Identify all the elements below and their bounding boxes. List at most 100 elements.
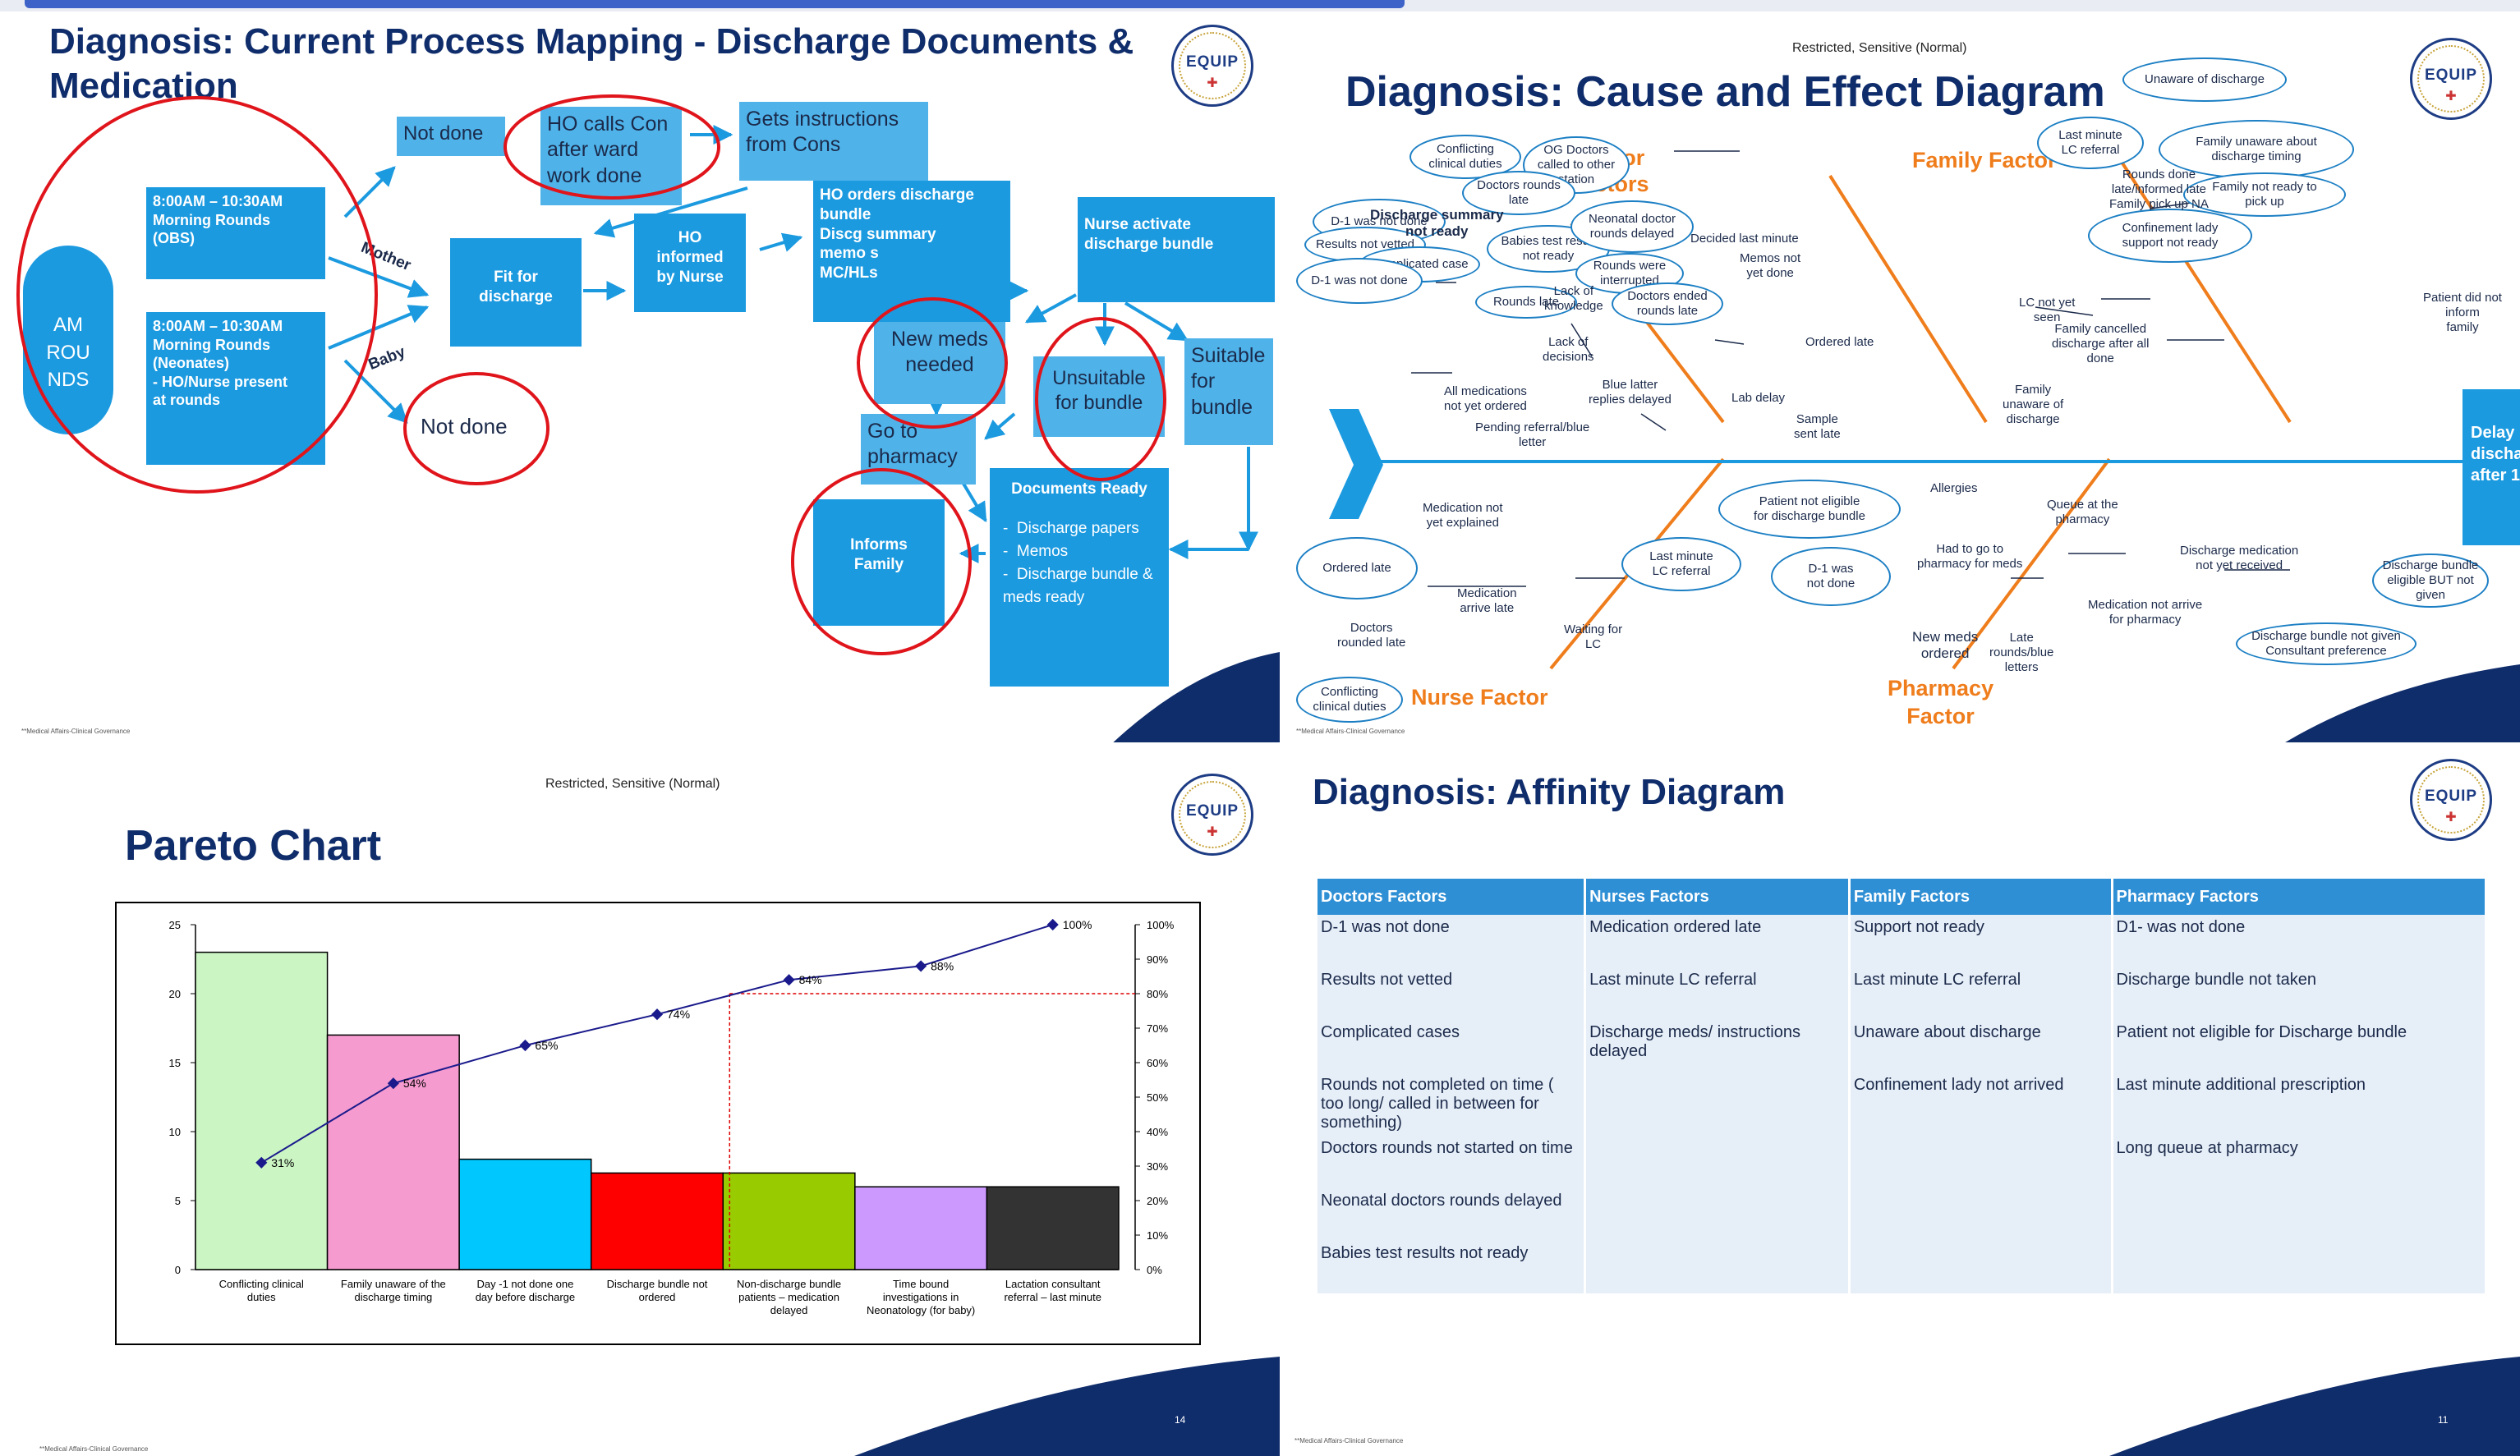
cause-label: Pending referral/blue letter [1475,420,1590,449]
y2-tick-label: 80% [1147,988,1168,1000]
cumulative-label: 88% [931,959,954,972]
cause-oval: Doctors rounds late [1462,171,1575,215]
cause-label: New meds ordered [1912,629,1979,662]
ho-informed-by-nurse[interactable]: HO informed by Nurse [634,214,746,312]
effect-box[interactable]: Delay in discharge after 11 [2471,424,2520,485]
go-to-pharmacy[interactable]: Go to pharmacy [861,414,976,485]
table-cell: Unaware about discharge [1849,1020,2113,1072]
pareto-bar [854,1186,988,1270]
cause-oval: D-1 was not done [1771,547,1891,606]
documents-ready[interactable]: Documents Ready - Discharge papers - Mem… [990,468,1169,687]
gets-instructions[interactable]: Gets instructions from Cons [739,102,928,181]
y2-tick-label: 70% [1147,1022,1168,1035]
not-done-bottom[interactable]: Not done [421,414,508,439]
cause-label: Ordered late [1805,335,1874,349]
cause-label: Late rounds/blue letters [1989,631,2054,674]
slide-process-mapping[interactable]: Diagnosis: Current Process Mapping - Dis… [0,11,1280,742]
table-cell: Neonatal doctors rounds delayed [1317,1188,1587,1241]
cumulative-label: 74% [667,1008,690,1021]
informs-family[interactable]: Informs Family [813,499,945,626]
suitable-for-bundle[interactable]: Suitable for bundle [1184,338,1273,445]
table-cell [1849,1188,2113,1241]
y2-tick-label: 90% [1147,953,1168,966]
table-cell: Doctors rounds not started on time [1317,1136,1587,1188]
cumulative-point [519,1039,531,1052]
restricted-label: Restricted, Sensitive (Normal) [1792,41,1967,55]
fit-for-discharge[interactable]: Fit for discharge [450,238,582,347]
table-row: Neonatal doctors rounds delayed [1317,1188,2488,1241]
equip-logo: EQUIP✚ [2410,759,2492,841]
am-rounds-oval[interactable]: AM ROU NDS [23,246,113,434]
equip-logo: EQUIP✚ [1171,25,1253,107]
cumulative-label: 84% [799,973,822,986]
cause-oval: Doctors ended rounds late [1612,282,1723,325]
ho-calls-con[interactable]: HO calls Con after ward work done [540,107,682,205]
docs-item: - Memos [1003,542,1069,560]
cause-oval: Last minute LC referral [2037,117,2144,169]
slide-footer: **Medical Affairs-Clinical Governance [39,1445,149,1453]
table-cell: Confinement lady not arrived [1849,1072,2113,1136]
col-header-doctors: Doctors Factors [1317,879,1587,915]
top-accent-bar [25,0,1405,8]
page-number: 11 [2438,1414,2449,1426]
y-tick-label: 10 [169,1126,181,1138]
cause-label: Family cancelled discharge after all don… [2052,322,2150,365]
slide-title: Diagnosis: Cause and Effect Diagram [1345,68,2105,116]
slide-cause-effect[interactable]: Restricted, Sensitive (Normal) Diagnosis… [1280,11,2520,742]
slide-affinity[interactable]: Diagnosis: Affinity Diagram EQUIP✚ Docto… [1280,742,2520,1456]
table-cell [1584,1188,1851,1241]
y-tick-label: 5 [175,1195,181,1207]
cause-label: Family unaware of discharge [2003,383,2064,426]
morning-rounds-neonates[interactable]: 8:00AM – 10:30AM Morning Rounds (Neonate… [146,312,325,465]
y2-tick-label: 0% [1147,1264,1162,1276]
slide-footer: **Medical Affairs-Clinical Governance [1296,728,1405,735]
table-cell: Patient not eligible for Discharge bundl… [2112,1020,2488,1072]
cumulative-point [1046,918,1059,931]
table-cell: Discharge meds/ instructions delayed [1584,1020,1851,1072]
col-header-family: Family Factors [1849,879,2113,915]
cause-label: Queue at the pharmacy [2047,498,2118,526]
y-tick-label: 15 [169,1057,181,1069]
cumulative-label: 31% [271,1156,294,1169]
ho-orders-bundle[interactable]: HO orders discharge bundle Discg summary… [813,181,1010,322]
table-cell [1849,1136,2113,1188]
y-tick-label: 25 [169,919,181,931]
table-cell: Results not vetted [1317,967,1587,1020]
pareto-chart: 05101520250%10%20%30%40%50%60%70%80%90%1… [169,918,1175,1316]
unsuitable-for-bundle[interactable]: Unsuitable for bundle [1033,356,1165,437]
cause-oval: Last minute LC referral [1621,537,1741,591]
slide-decoration [854,1357,1280,1456]
table-cell [2112,1241,2488,1293]
slide-pareto[interactable]: Restricted, Sensitive (Normal) Pareto Ch… [0,742,1280,1456]
nurse-activate-bundle[interactable]: Nurse activate discharge bundle [1078,197,1275,302]
table-cell [2112,1188,2488,1241]
table-cell: Last minute LC referral [1849,967,2113,1020]
family-factor-label: Family Factor [1912,148,2057,172]
slide-title: Pareto Chart [125,822,382,870]
morning-rounds-obs[interactable]: 8:00AM – 10:30AM Morning Rounds (OBS) [146,187,325,279]
table-cell [1849,1241,2113,1293]
cause-label: Lack of decisions [1543,335,1594,364]
y2-tick-label: 40% [1147,1126,1168,1138]
equip-logo: EQUIP✚ [1171,774,1253,856]
table-cell: Complicated cases [1317,1020,1587,1072]
slide-decoration [2109,1357,2520,1456]
table-row: Babies test results not ready [1317,1241,2488,1293]
new-meds-needed[interactable]: New meds needed [874,322,1005,404]
not-done-top[interactable]: Not done [397,117,505,156]
slide-title: Diagnosis: Current Process Mapping - Dis… [49,21,1134,106]
cause-oval: D-1 was not done [1296,258,1423,304]
restricted-label: Restricted, Sensitive (Normal) [545,777,720,791]
cause-label: Medication arrive late [1457,586,1517,615]
nurse-factor-label: Nurse Factor [1411,685,1548,710]
cause-oval: Conflicting clinical duties [1296,677,1403,723]
table-cell: Long queue at pharmacy [2112,1136,2488,1188]
